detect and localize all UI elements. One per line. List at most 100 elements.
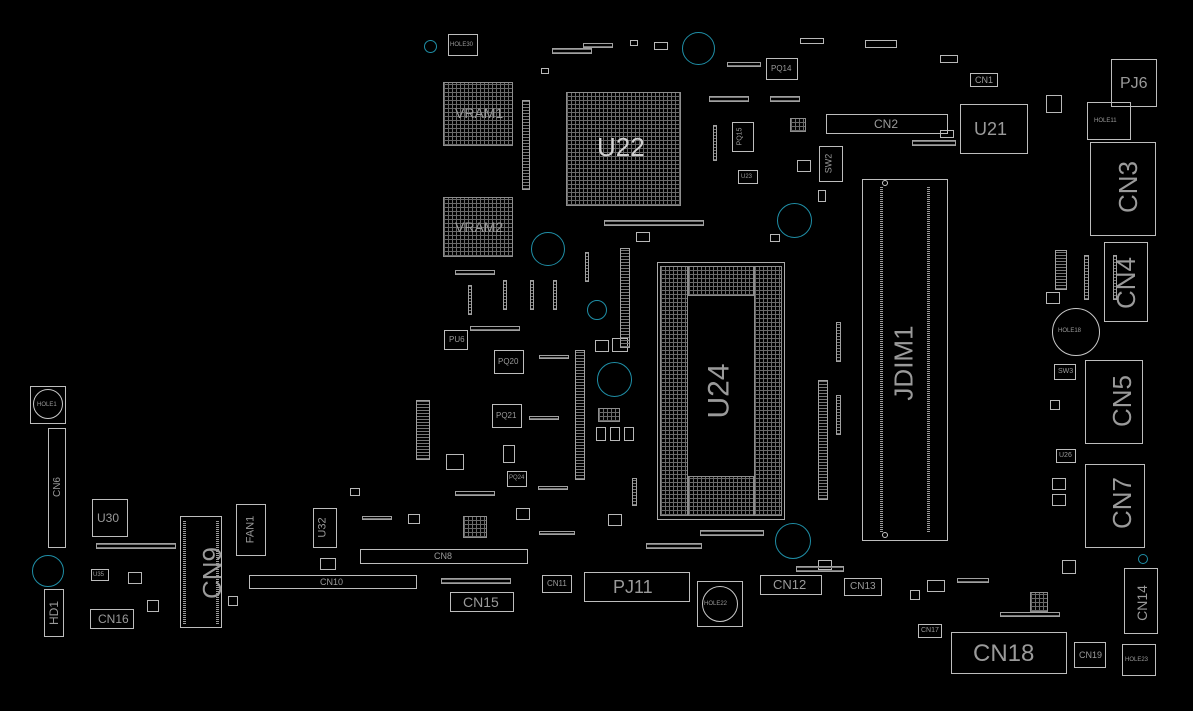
cn11-label: CN11 — [547, 579, 567, 588]
connector-strip — [362, 516, 392, 520]
cn7-label: CN7 — [1107, 476, 1138, 530]
hole18-pad — [1052, 308, 1100, 356]
smd-component — [940, 55, 958, 63]
cpu-u24-outline — [657, 262, 785, 520]
smd-component — [608, 514, 622, 526]
connector-strip — [503, 280, 507, 310]
mounting-ring — [1138, 554, 1148, 564]
ic-pad — [1030, 592, 1048, 612]
pq15-label: PQ15 — [736, 127, 744, 146]
u32-chip — [313, 508, 337, 548]
ic-pad — [790, 118, 806, 132]
cn14-connector — [1124, 568, 1158, 634]
smd-component — [350, 488, 360, 496]
cpu-u24-pads-left — [660, 266, 688, 516]
cn2-connector — [826, 114, 948, 134]
smd-component — [770, 234, 780, 242]
cn4-connector — [1104, 242, 1148, 322]
connector-strip — [583, 43, 613, 48]
cn13-label: CN13 — [850, 581, 876, 592]
pq20-label: PQ20 — [498, 357, 519, 366]
u23-chip — [738, 170, 758, 184]
ic-pad — [598, 408, 620, 422]
smd-component — [1050, 400, 1060, 410]
u26-chip — [1056, 449, 1076, 463]
connector-strip — [836, 395, 841, 435]
smd-component — [228, 596, 238, 606]
sw3-label: SW3 — [1058, 368, 1074, 375]
smd-component — [595, 340, 609, 352]
smd-component — [818, 190, 826, 202]
ic-pad — [463, 516, 487, 538]
jdim1-hole-top — [882, 180, 888, 186]
u30-chip — [92, 499, 128, 537]
jdim1-label: JDIM1 — [888, 325, 919, 401]
mounting-ring — [587, 300, 607, 320]
cn3-label: CN3 — [1113, 160, 1144, 214]
cn7-connector — [1085, 464, 1145, 548]
smd-component — [1052, 494, 1066, 506]
u24-label: U24 — [702, 363, 736, 419]
connector-strip — [836, 322, 841, 362]
passive-row — [700, 530, 764, 536]
cn11-connector — [542, 575, 572, 593]
smd-component — [910, 590, 920, 600]
cpu-u24-pads-right — [754, 266, 782, 516]
pq20-transistor — [494, 350, 524, 374]
passive-row — [604, 220, 704, 226]
hole18-label: HOLE18 — [1058, 328, 1082, 334]
connector-strip — [585, 252, 589, 282]
cn17-connector — [918, 624, 942, 638]
fan1-connector — [236, 504, 266, 556]
cn6-label: CN6 — [52, 476, 64, 498]
smd-component — [128, 572, 142, 584]
pq15-transistor — [732, 122, 754, 152]
smd-component — [654, 42, 668, 50]
cn16-connector — [90, 609, 134, 629]
passive-row — [912, 140, 956, 146]
hd1-connector — [44, 589, 64, 637]
jdim1-slot — [862, 179, 948, 541]
smd-component — [940, 130, 954, 138]
passive-row — [646, 543, 702, 549]
smd-component — [800, 38, 824, 44]
hole30-label: HOLE30 — [450, 42, 474, 48]
passive-row — [770, 96, 800, 102]
smd-component — [927, 580, 945, 592]
smd-component — [1046, 95, 1062, 113]
cn13-connector — [844, 578, 882, 596]
passive-row — [470, 326, 520, 331]
connector-strip — [468, 285, 472, 315]
mounting-ring — [597, 362, 632, 397]
smd-component — [1062, 560, 1076, 574]
passive-row — [552, 48, 592, 54]
smd-component — [541, 68, 549, 74]
smd-component — [446, 454, 464, 470]
smd-component — [865, 40, 897, 48]
pq21-transistor — [492, 404, 522, 428]
u21-label: U21 — [974, 119, 1008, 139]
hole22-label: HOLE22 — [704, 601, 728, 607]
hole1-label: HOLE1 — [37, 402, 57, 408]
gpu-u22-chip — [566, 92, 681, 206]
passive-row — [441, 578, 511, 584]
pj6-label: PJ6 — [1120, 75, 1148, 92]
jdim1-hole-bottom — [882, 532, 888, 538]
jdim1-pins-left — [880, 186, 883, 532]
hole30-pad — [448, 34, 478, 56]
pq14-label: PQ14 — [771, 64, 792, 73]
sw2-switch — [819, 146, 843, 182]
connector-strip — [709, 96, 749, 102]
mounting-ring — [531, 232, 565, 266]
smd-component — [624, 427, 634, 441]
smd-component — [1052, 478, 1066, 490]
pu6-label: PU6 — [449, 335, 465, 344]
smd-component — [516, 508, 530, 520]
cn9-label: CN9 — [197, 546, 228, 600]
connector-strip — [538, 486, 568, 490]
passive-row — [575, 350, 585, 480]
hole22-pad — [697, 581, 743, 627]
cn1-connector — [970, 73, 998, 87]
hole11-pad — [1087, 102, 1131, 140]
cn1-label: CN1 — [975, 75, 994, 85]
